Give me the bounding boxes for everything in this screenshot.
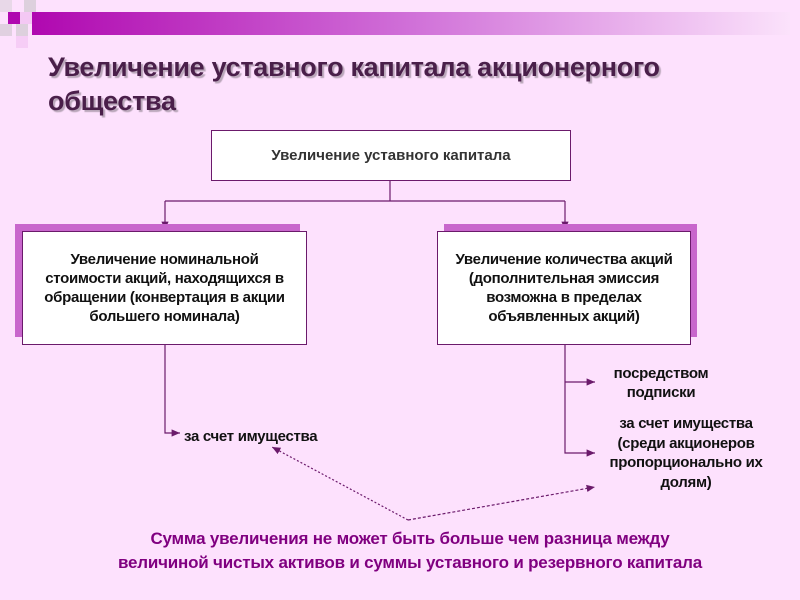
- right-box: Увеличение количества акций (дополнитель…: [437, 231, 691, 345]
- note-line-1: Сумма увеличения не может быть больше че…: [150, 529, 670, 548]
- left-leaf: за счет имущества: [184, 428, 318, 445]
- note-text: Сумма увеличения не может быть больше че…: [0, 527, 800, 575]
- slide-title: Увеличение уставного капитала акционерно…: [48, 52, 660, 116]
- right-leaf-subscription: посредством подписки: [613, 365, 709, 401]
- header-gradient-bar: [32, 12, 790, 35]
- note-arrow-left: [271, 446, 409, 521]
- right-leaf-2-arrow: [564, 344, 595, 457]
- left-leaf-arrow: [164, 344, 180, 437]
- root-connector: [165, 180, 565, 202]
- left-box: Увеличение номинальной стоимости акций, …: [22, 231, 307, 345]
- note-line-2: величиной чистых активов и суммы уставно…: [117, 553, 703, 572]
- right-leaf-property: за счет имущества (среди акционеров проп…: [609, 415, 763, 491]
- root-box: Увеличение уставного капитала: [211, 130, 571, 181]
- note-arrow-right: [407, 484, 596, 521]
